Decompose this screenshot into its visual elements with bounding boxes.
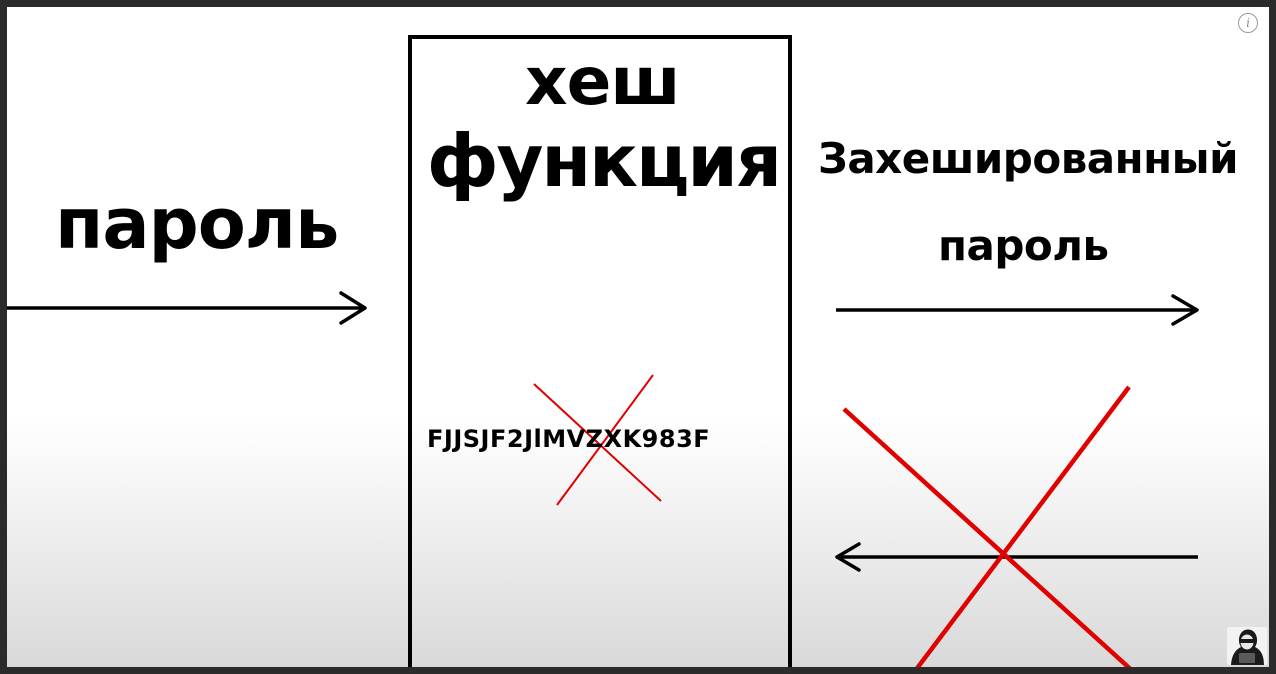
hashed-password-label-line2: пароль [938,221,1109,270]
reverse-cross-mark [842,385,1132,667]
password-label: пароль [55,183,339,265]
hash-cross-mark [533,374,662,506]
hash-function-label-line1: хеш [525,43,680,120]
diagram-canvas [7,35,1199,667]
hash-function-box [408,35,792,667]
hooded-figure-icon[interactable] [1227,627,1267,665]
channel-avatar-graphic [1231,629,1264,665]
hash-value-text: FJJSJF2JlMVZXK983F [427,425,711,453]
hashed-password-label-line1: Захешированный [818,134,1239,183]
input-arrow [7,291,367,325]
hash-function-label-line2: функция [427,119,782,203]
info-icon[interactable]: i [1238,13,1258,33]
video-frame: пароль хеш функция Захешированный пароль… [7,7,1269,667]
output-arrow [836,294,1199,326]
reverse-arrow [835,542,1198,572]
